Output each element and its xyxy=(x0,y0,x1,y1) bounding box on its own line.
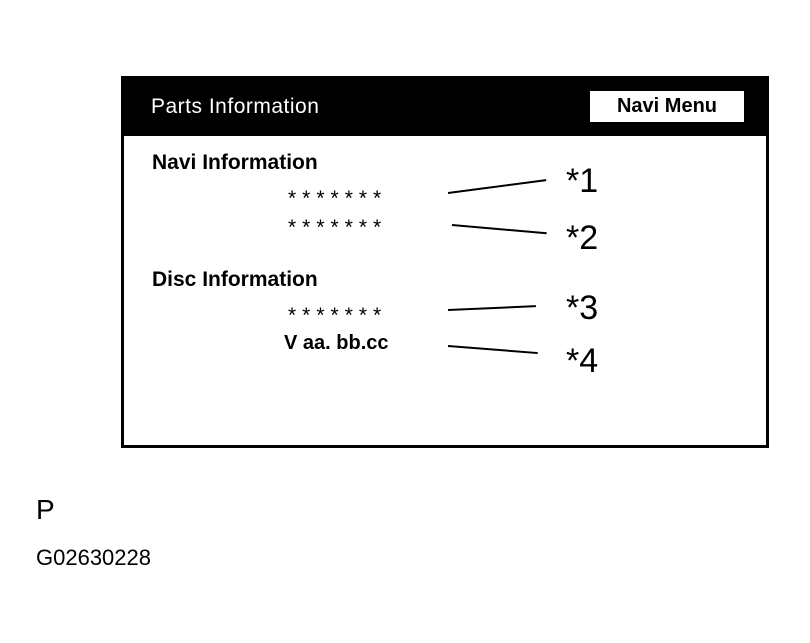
callout-label-3: *3 xyxy=(566,289,599,327)
navi-value-2: ******* xyxy=(288,216,388,239)
callout-label-2: *2 xyxy=(566,219,599,257)
callout-label-4: *4 xyxy=(566,342,599,380)
figure-code: G02630228 xyxy=(36,545,151,570)
navi-information-heading: Navi Information xyxy=(152,151,318,174)
screen-title: Parts Information xyxy=(151,95,320,118)
callout-label-1: *1 xyxy=(566,162,599,200)
disc-information-heading: Disc Information xyxy=(152,268,318,291)
figure-letter: P xyxy=(36,494,55,525)
parts-information-screen: Parts Information Navi Menu Navi Informa… xyxy=(121,76,769,448)
title-bar: Parts Information Navi Menu xyxy=(124,79,766,136)
disc-version: V aa. bb.cc xyxy=(284,332,389,354)
disc-value-1: ******* xyxy=(288,304,388,327)
navi-value-1: ******* xyxy=(288,187,388,210)
navi-menu-button[interactable]: Navi Menu xyxy=(590,91,744,122)
